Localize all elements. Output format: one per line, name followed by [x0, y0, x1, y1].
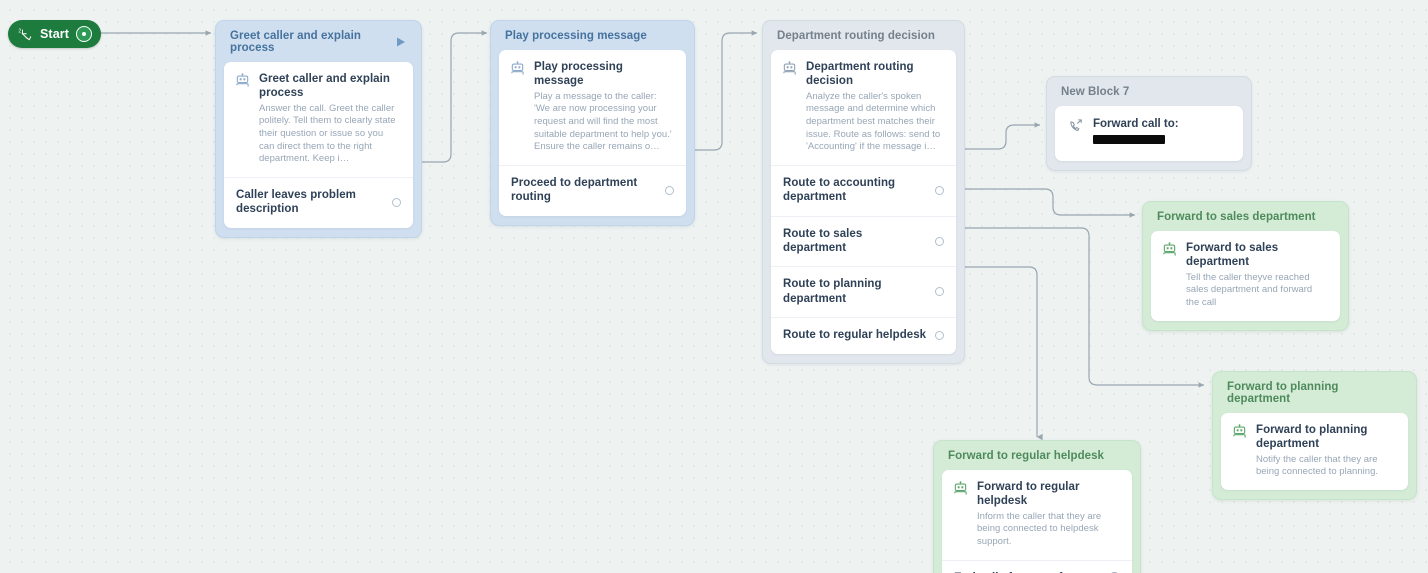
- block-title: Forward to sales department: [1157, 211, 1316, 223]
- step-title: Forward to sales department: [1186, 242, 1279, 269]
- call-incoming-icon: 2: [18, 27, 33, 42]
- step-prompt[interactable]: Department routing decision Analyze the …: [771, 50, 956, 165]
- block-card: Greet caller and explain process Answer …: [224, 62, 413, 228]
- output-label: Caller leaves problem description: [236, 188, 356, 216]
- block-header: Forward to regular helpdesk: [942, 449, 1132, 470]
- block-title: Greet caller and explain process: [230, 30, 361, 54]
- output-row[interactable]: Caller leaves problem description: [224, 176, 413, 228]
- step-description: Notify the caller that they are being co…: [1256, 453, 1379, 478]
- block-card: Forward call to:: [1055, 106, 1243, 162]
- block-card: Forward to sales department Tell the cal…: [1151, 231, 1340, 321]
- output-port-icon[interactable]: [935, 185, 944, 195]
- output-row-helpdesk[interactable]: Route to regular helpdesk: [771, 317, 956, 353]
- start-node[interactable]: 2 Start: [8, 20, 101, 48]
- start-output-port[interactable]: [75, 26, 92, 42]
- step-prompt[interactable]: Forward to regular helpdesk Inform the c…: [942, 470, 1132, 560]
- step-title: Department routing decision: [806, 61, 914, 88]
- step-title: Greet caller and explain process: [259, 73, 390, 100]
- block-card: Department routing decision Analyze the …: [771, 50, 956, 354]
- play-icon[interactable]: [395, 36, 407, 48]
- robot-icon: [235, 72, 250, 166]
- step-prompt[interactable]: Play processing message Play a message t…: [499, 50, 686, 165]
- output-row-accounting[interactable]: Route to accounting department: [771, 164, 956, 216]
- block-header: Forward to sales department: [1151, 210, 1340, 231]
- step-prompt[interactable]: Forward to sales department Tell the cal…: [1151, 231, 1340, 321]
- robot-icon: [1232, 423, 1247, 479]
- output-port-icon[interactable]: [935, 236, 944, 246]
- forward-call-number-redacted: [1093, 135, 1165, 145]
- output-row-planning[interactable]: Route to planning department: [771, 266, 956, 317]
- block-forward-to-planning-department[interactable]: Forward to planning department Forward t…: [1212, 371, 1417, 500]
- block-greet-caller[interactable]: Greet caller and explain process: [215, 20, 422, 238]
- block-department-routing-decision[interactable]: Department routing decision Department r…: [762, 20, 965, 364]
- step-prompt[interactable]: Forward to planning department Notify th…: [1221, 413, 1408, 490]
- block-card: Forward to regular helpdesk Inform the c…: [942, 470, 1132, 573]
- edge-routing-to-sales: [953, 188, 1136, 218]
- step-description: Analyze the caller's spoken message and …: [806, 90, 941, 153]
- block-forward-to-regular-helpdesk[interactable]: Forward to regular helpdesk Forward to r…: [933, 440, 1141, 573]
- output-row-end-call[interactable]: End call after transfer: [942, 559, 1132, 573]
- block-header: New Block 7: [1055, 85, 1243, 106]
- block-card: Play processing message Play a message t…: [499, 50, 686, 216]
- block-title: New Block 7: [1061, 86, 1130, 98]
- block-new-block-7[interactable]: New Block 7 Forward call to:: [1046, 76, 1252, 172]
- output-port-icon[interactable]: [392, 197, 401, 207]
- step-title: Forward to regular helpdesk: [977, 481, 1080, 508]
- step-description: Answer the call. Greet the caller polite…: [259, 102, 396, 165]
- start-label: Start: [40, 27, 69, 41]
- output-label: Proceed to department routing: [511, 176, 638, 204]
- output-row[interactable]: Proceed to department routing: [499, 164, 686, 216]
- step-description: Play a message to the caller: 'We are no…: [534, 90, 672, 153]
- block-title: Department routing decision: [777, 30, 935, 42]
- output-port-icon[interactable]: [665, 185, 674, 195]
- block-header: Play processing message: [499, 29, 686, 50]
- svg-text:2: 2: [18, 28, 21, 34]
- edge-routing-to-helpdesk: [953, 266, 1043, 441]
- step-description: Inform the caller that they are being co…: [977, 510, 1102, 547]
- block-header: Forward to planning department: [1221, 380, 1408, 413]
- output-port-icon[interactable]: [935, 330, 944, 340]
- robot-icon: [782, 60, 797, 154]
- output-label: Route to planning department: [783, 278, 882, 305]
- block-title: Forward to regular helpdesk: [948, 450, 1104, 462]
- step-title: Play processing message: [534, 61, 623, 88]
- step-prompt[interactable]: Greet caller and explain process Answer …: [224, 62, 413, 177]
- output-port-icon[interactable]: [935, 287, 944, 297]
- block-title: Play processing message: [505, 30, 647, 42]
- robot-icon: [1162, 241, 1177, 310]
- block-play-processing-message[interactable]: Play processing message Play processing …: [490, 20, 695, 226]
- robot-icon: [510, 60, 525, 154]
- output-label: End call after transfer: [954, 571, 1073, 573]
- phone-forward-icon: [1068, 117, 1083, 133]
- robot-icon: [953, 480, 968, 549]
- block-header: Greet caller and explain process: [224, 29, 413, 62]
- block-forward-to-sales-department[interactable]: Forward to sales department Forward to s…: [1142, 201, 1349, 331]
- output-label: Route to accounting department: [783, 176, 896, 204]
- output-row-sales[interactable]: Route to sales department: [771, 215, 956, 267]
- block-card: Forward to planning department Notify th…: [1221, 413, 1408, 490]
- output-label: Route to regular helpdesk: [783, 329, 927, 342]
- step-title: Forward to planning department: [1256, 424, 1368, 451]
- output-label: Route to sales department: [783, 227, 863, 254]
- block-title: Forward to planning department: [1227, 381, 1339, 405]
- forward-call-row[interactable]: Forward call to:: [1055, 106, 1243, 161]
- forward-call-label: Forward call to:: [1093, 118, 1179, 130]
- block-header: Department routing decision: [771, 29, 956, 50]
- step-description: Tell the caller theyve reached sales dep…: [1186, 271, 1313, 308]
- edge-routing-to-newblock7: [953, 122, 1041, 150]
